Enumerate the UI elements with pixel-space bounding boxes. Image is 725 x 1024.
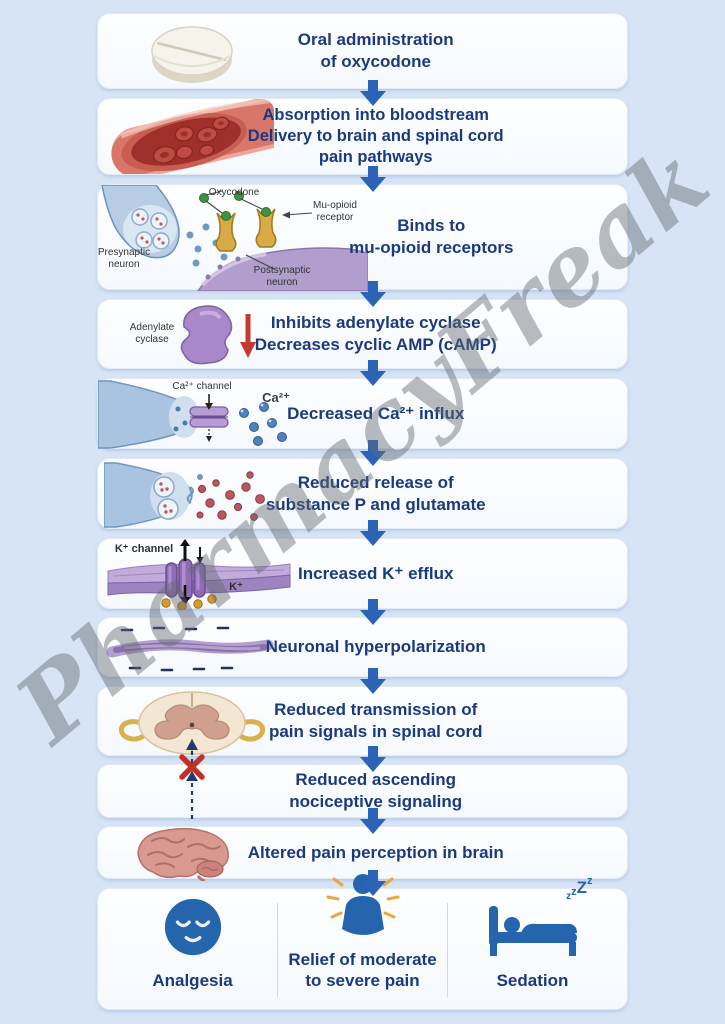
flow-arrow-down-icon	[360, 808, 386, 834]
outcome-label: Analgesia	[152, 970, 233, 990]
step-box-calcium-influx: Ca²⁺ channel Ca²⁺ Decreased Ca²⁺ influx	[97, 378, 628, 449]
caption-line: Oral administration	[297, 29, 454, 49]
step-caption: Oral administration of oxycodone	[298, 29, 454, 73]
step-caption: Neuronal hyperpolarization	[266, 636, 486, 658]
flow-arrow-down-icon	[360, 520, 386, 546]
flow-arrow-down-icon	[360, 668, 386, 694]
spinal-cord-illustration	[104, 687, 274, 755]
synapse-illustration: Oxycodone Mu-opioid receptor Presynaptic…	[97, 185, 368, 291]
flow-arrow-down-icon	[360, 360, 386, 386]
vesicle-release-icon	[104, 462, 265, 528]
caption-line: of oxycodone	[320, 52, 431, 71]
flow-arrow-down-icon	[360, 870, 386, 896]
mu-opioid-receptor-label: Mu-opioid receptor	[313, 200, 357, 223]
spinal-cord-icon	[118, 691, 266, 755]
zzz-text: zzZz	[566, 874, 593, 902]
caption-line: Decreased Ca²⁺ influx	[287, 403, 465, 423]
sleeping-bed-icon: zzZz	[485, 875, 593, 958]
brain-icon	[137, 827, 229, 881]
step-caption: Increased K⁺ efflux	[298, 562, 453, 584]
outcomes-box: Analgesia	[97, 873, 628, 1010]
caption-line: Altered pain perception in brain	[247, 842, 504, 862]
potassium-ion-label: K⁺	[229, 581, 243, 593]
postsynaptic-neuron-label: Postsynaptic neuron	[253, 265, 311, 288]
caption-line: Reduced release of	[297, 472, 454, 492]
potassium-channel-icon	[107, 539, 291, 610]
brain-illustration	[104, 827, 274, 881]
caption-line: Inhibits adenylate cyclase	[270, 312, 481, 332]
caption-line: mu-opioid receptors	[349, 238, 514, 257]
flow-arrow-down-icon	[360, 746, 386, 772]
step-caption: Reduced transmission of pain signals in …	[269, 699, 483, 743]
presynaptic-neuron-label: Presynaptic neuron	[97, 247, 151, 270]
vesicle-release-illustration	[104, 459, 274, 528]
step-box-spinal-transmission: Reduced transmission of pain signals in …	[97, 686, 628, 756]
outcome-pain-relief: Relief of moderate to severe pain	[277, 873, 447, 997]
outcome-label: Relief of moderate to severe pain	[288, 949, 437, 990]
hyperpolarized-membrane-icon	[106, 626, 274, 672]
caption-line: Delivery to brain and spinal cord	[247, 126, 504, 145]
step-box-potassium-efflux: K⁺ channel K⁺ Increased K⁺ efflux	[97, 538, 628, 610]
caption-line: nociceptive signaling	[289, 792, 463, 811]
tablet-icon	[151, 26, 233, 83]
outcome-analgesia: Analgesia	[108, 898, 277, 997]
step-caption: Altered pain perception in brain	[248, 841, 504, 863]
flow-arrow-down-icon	[360, 440, 386, 466]
caption-line: Reduced transmission of	[274, 699, 478, 719]
step-box-receptor-binding: Oxycodone Mu-opioid receptor Presynaptic…	[97, 184, 628, 291]
caption-line: Binds to	[397, 215, 466, 235]
caption-line: pain signals in spinal cord	[268, 722, 483, 741]
tablet-illustration	[104, 14, 274, 88]
outcome-sedation: zzZz Sedation	[447, 875, 617, 997]
step-box-absorption: Absorption into bloodstream Delivery to …	[97, 98, 628, 175]
step-caption: Reduced release of substance P and gluta…	[266, 471, 486, 515]
calcium-channel-icon	[98, 380, 287, 449]
blood-vessel-illustration	[104, 99, 274, 174]
step-caption: Inhibits adenylate cyclase Decreases cyc…	[255, 312, 497, 356]
step-box-hyperpolarization: Neuronal hyperpolarization	[97, 617, 628, 677]
calcium-channel-label: Ca²⁺ channel	[172, 381, 232, 392]
outcomes-row: Analgesia	[98, 873, 627, 1009]
caption-line: Increased K⁺ efflux	[298, 563, 454, 583]
calcium-channel-illustration: Ca²⁺ channel Ca²⁺	[98, 379, 308, 449]
calm-face-icon	[162, 896, 224, 958]
caption-line: substance P and glutamate	[265, 494, 486, 514]
caption-line: Decreases cyclic AMP (cAMP)	[254, 335, 497, 354]
potassium-channel-illustration: K⁺ channel K⁺	[104, 539, 294, 610]
caption-line: Neuronal hyperpolarization	[265, 636, 486, 656]
flow-arrow-down-icon	[360, 80, 386, 106]
flow-arrow-down-icon	[360, 599, 386, 625]
step-box-oral-administration: Oral administration of oxycodone	[97, 13, 628, 89]
step-caption: Reduced ascending nociceptive signaling	[289, 769, 462, 813]
caption-line: Reduced ascending	[295, 769, 457, 789]
step-box-adenylate-cyclase: Adenylate cyclase Inhibits adenylate cyc…	[97, 299, 628, 369]
blood-vessel-icon	[111, 99, 274, 174]
enzyme-icon	[180, 305, 256, 365]
step-caption: Absorption into bloodstream Delivery to …	[248, 104, 504, 168]
step-caption: Binds to mu-opioid receptors	[349, 215, 513, 259]
oxycodone-label: Oxycodone	[208, 187, 260, 198]
potassium-channel-label: K⁺ channel	[114, 543, 174, 555]
flow-arrow-down-icon	[360, 166, 386, 192]
hyperpolarized-membrane-illustration	[104, 618, 274, 676]
blocked-pathway-illustration	[104, 739, 274, 819]
step-caption: Decreased Ca²⁺ influx	[287, 402, 464, 424]
adenylate-cyclase-illustration: Adenylate cyclase	[104, 300, 274, 368]
synapse-icon	[101, 185, 368, 291]
calcium-ion-label: Ca²⁺	[262, 390, 290, 405]
outcome-label: Sedation	[496, 970, 569, 990]
caption-line: pain pathways	[318, 148, 433, 167]
step-box-ascending-signaling: Reduced ascending nociceptive signaling	[97, 739, 628, 819]
step-box-neurotransmitter-release: Reduced release of substance P and gluta…	[97, 458, 628, 529]
caption-line: Absorption into bloodstream	[262, 105, 489, 124]
flow-arrow-down-icon	[360, 281, 386, 307]
blocked-ascending-arrow-icon	[179, 739, 205, 819]
adenylate-cyclase-label: Adenylate cyclase	[129, 322, 175, 345]
